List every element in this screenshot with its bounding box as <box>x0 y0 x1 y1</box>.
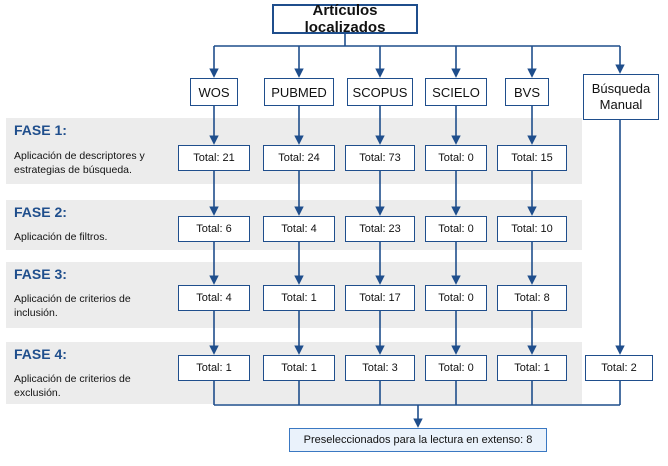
total-wos-phase-1: Total: 21 <box>178 145 250 171</box>
total-scopus-phase-1: Total: 73 <box>345 145 415 171</box>
source-scielo: SCIELO <box>425 78 487 106</box>
phase-1-desc: Aplicación de descriptores y estrategias… <box>14 149 145 177</box>
total-pubmed-phase-1: Total: 24 <box>263 145 335 171</box>
total-scopus-phase-2: Total: 23 <box>345 216 415 242</box>
total-scielo-phase-4: Total: 0 <box>425 355 487 381</box>
total-scielo-phase-2: Total: 0 <box>425 216 487 242</box>
phase-3-title: FASE 3: <box>14 266 67 282</box>
source-manual: Búsqueda Manual <box>583 74 659 120</box>
total-bvs-phase-1: Total: 15 <box>497 145 567 171</box>
source-wos: WOS <box>190 78 238 106</box>
phase-1-desc-line-2: estrategias de búsqueda. <box>14 164 132 176</box>
phase-1-desc-line-1: Aplicación de descriptores y <box>14 150 145 162</box>
phase-2-desc-line-1: Aplicación de filtros. <box>14 231 108 243</box>
phase-4-desc-line-1: Aplicación de criterios de <box>14 373 131 385</box>
total-bvs-phase-4: Total: 1 <box>497 355 567 381</box>
phase-4-desc: Aplicación de criterios de exclusión. <box>14 372 131 400</box>
total-manual-phase-4: Total: 2 <box>585 355 653 381</box>
total-pubmed-phase-2: Total: 4 <box>263 216 335 242</box>
final-preselected-box: Preseleccionados para la lectura en exte… <box>289 428 547 452</box>
phase-3-desc-line-2: inclusión. <box>14 307 58 319</box>
source-scopus: SCOPUS <box>347 78 413 106</box>
total-wos-phase-3: Total: 4 <box>178 285 250 311</box>
total-pubmed-phase-4: Total: 1 <box>263 355 335 381</box>
phase-4-desc-line-2: exclusión. <box>14 387 61 399</box>
total-wos-phase-4: Total: 1 <box>178 355 250 381</box>
total-scopus-phase-3: Total: 17 <box>345 285 415 311</box>
phase-3-desc: Aplicación de criterios de inclusión. <box>14 292 131 320</box>
total-bvs-phase-3: Total: 8 <box>497 285 567 311</box>
phase-3-desc-line-1: Aplicación de criterios de <box>14 293 131 305</box>
phase-2-desc: Aplicación de filtros. <box>14 230 107 244</box>
source-pubmed: PUBMED <box>264 78 334 106</box>
total-bvs-phase-2: Total: 10 <box>497 216 567 242</box>
phase-2-title: FASE 2: <box>14 204 67 220</box>
source-bvs: BVS <box>505 78 549 106</box>
manual-line-2: Manual <box>599 97 643 112</box>
total-scopus-phase-4: Total: 3 <box>345 355 415 381</box>
diagram-title: Artículos localizados <box>272 2 418 36</box>
total-scielo-phase-3: Total: 0 <box>425 285 487 311</box>
total-scielo-phase-1: Total: 0 <box>425 145 487 171</box>
manual-line-1: Búsqueda <box>591 81 651 96</box>
total-pubmed-phase-3: Total: 1 <box>263 285 335 311</box>
phase-1-title: FASE 1: <box>14 122 67 138</box>
phase-4-title: FASE 4: <box>14 346 67 362</box>
total-wos-phase-2: Total: 6 <box>178 216 250 242</box>
